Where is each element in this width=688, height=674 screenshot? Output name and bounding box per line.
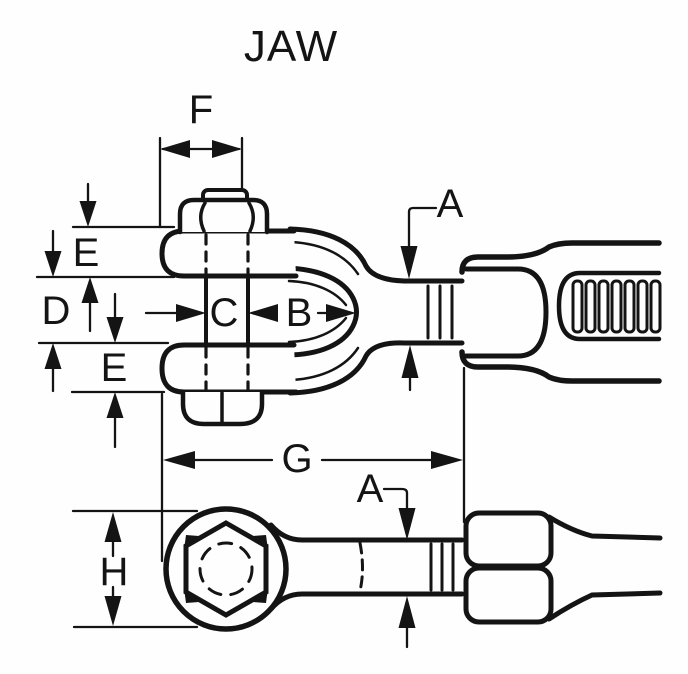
h-arrow-down bbox=[104, 596, 122, 626]
dim-label-f: F bbox=[188, 88, 214, 132]
body-bottom-contour bbox=[459, 349, 662, 384]
a-side-arrow-up bbox=[401, 345, 419, 378]
jaw-opening bbox=[283, 265, 359, 358]
dim-label-e-bottom: E bbox=[100, 346, 128, 390]
dimensions bbox=[35, 136, 466, 649]
dim-label-g: G bbox=[281, 437, 313, 481]
eye-shank-bottom bbox=[268, 591, 465, 612]
top-nut-facet-right bbox=[247, 201, 255, 233]
f-arrowhead-left bbox=[160, 140, 190, 158]
dim-g bbox=[160, 366, 466, 563]
dim-label-h: H bbox=[99, 550, 129, 594]
dim-c-b bbox=[144, 304, 356, 322]
f-arrowhead-right bbox=[212, 140, 242, 158]
a-top-arrow-down bbox=[398, 508, 416, 540]
dim-label-d: D bbox=[41, 289, 71, 333]
a-top-leader bbox=[382, 487, 409, 510]
g-arrowhead-right bbox=[431, 451, 463, 469]
b-arrowhead bbox=[326, 304, 356, 322]
eye-shank-top bbox=[268, 522, 465, 543]
c-arrowhead-left bbox=[176, 304, 206, 322]
body-hex-face-top bbox=[463, 510, 554, 569]
hidden-stud-end bbox=[358, 541, 364, 593]
jaw-opening-edge-detail-top bbox=[287, 279, 348, 307]
dim-a-side bbox=[400, 206, 438, 392]
diagram-title: JAW bbox=[243, 22, 339, 71]
g-arrowhead-left bbox=[163, 451, 195, 469]
body-taper-top bbox=[546, 514, 663, 541]
clevis-ear-upper bbox=[159, 228, 299, 279]
dim-e-d-e bbox=[35, 182, 176, 449]
hidden-bolt-hole bbox=[198, 541, 254, 597]
clevis-ear-lower bbox=[159, 342, 299, 395]
h-arrow-up bbox=[104, 512, 122, 542]
dim-f bbox=[158, 136, 244, 229]
jaw-arm-bottom-detail bbox=[290, 346, 360, 382]
hex-corner-marks bbox=[184, 535, 268, 603]
jaw-arm-top-detail bbox=[290, 240, 360, 276]
top-nut-facet-left bbox=[199, 201, 207, 233]
side-view-body bbox=[459, 240, 662, 384]
body-thread-bars bbox=[571, 279, 662, 334]
pin-bolt-lines bbox=[204, 233, 250, 391]
body-cavity bbox=[463, 266, 549, 359]
a-side-leader bbox=[407, 206, 438, 250]
jaw-arm-bottom bbox=[287, 340, 465, 396]
side-view-jaw bbox=[159, 188, 465, 427]
c-arrowhead-right bbox=[248, 304, 278, 322]
body-hex-face-bottom bbox=[463, 565, 554, 625]
stud-threads-side bbox=[426, 284, 454, 340]
jaw-opening-edge-detail-bottom bbox=[287, 316, 348, 344]
body-top-contour bbox=[459, 240, 662, 275]
dim-label-a-side: A bbox=[436, 182, 464, 226]
top-view-body bbox=[463, 510, 663, 625]
body-taper-bottom bbox=[546, 590, 663, 622]
jaw-arm-top bbox=[287, 226, 465, 284]
dim-h bbox=[71, 509, 199, 629]
dim-label-e-top: E bbox=[72, 231, 100, 275]
body-slot bbox=[556, 270, 662, 342]
a-top-arrow-up bbox=[398, 596, 416, 628]
dim-label-c: C bbox=[209, 291, 239, 335]
dim-a-top-view bbox=[382, 487, 416, 649]
dim-label-a-top: A bbox=[356, 467, 384, 511]
stud-threads-topview bbox=[429, 542, 455, 592]
top-view-jaw bbox=[163, 506, 465, 632]
dim-label-b: B bbox=[285, 291, 313, 335]
a-side-arrow-down bbox=[400, 246, 418, 279]
